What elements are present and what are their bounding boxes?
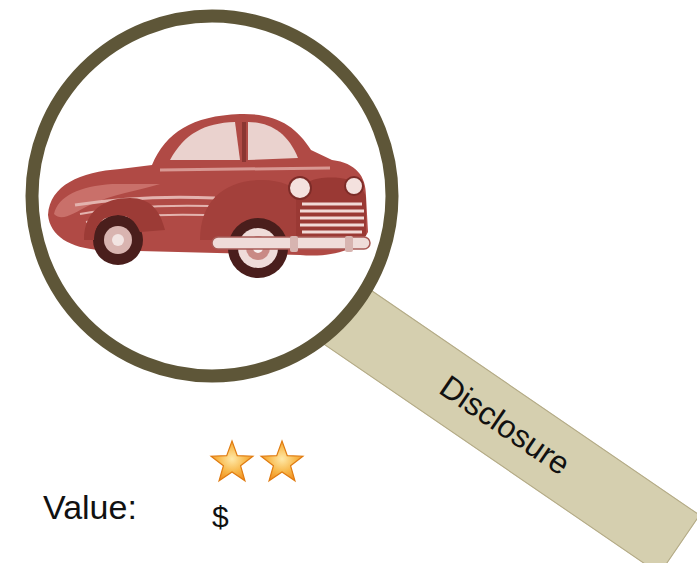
magnifier-lens — [32, 16, 392, 376]
node-label: Disclosure — [433, 368, 577, 483]
rating-label: Value: — [43, 490, 137, 524]
cost-symbol: $ — [212, 502, 229, 532]
classic-car — [48, 114, 370, 278]
handle-band: Disclosure — [310, 276, 697, 563]
rating-stars — [211, 441, 303, 481]
